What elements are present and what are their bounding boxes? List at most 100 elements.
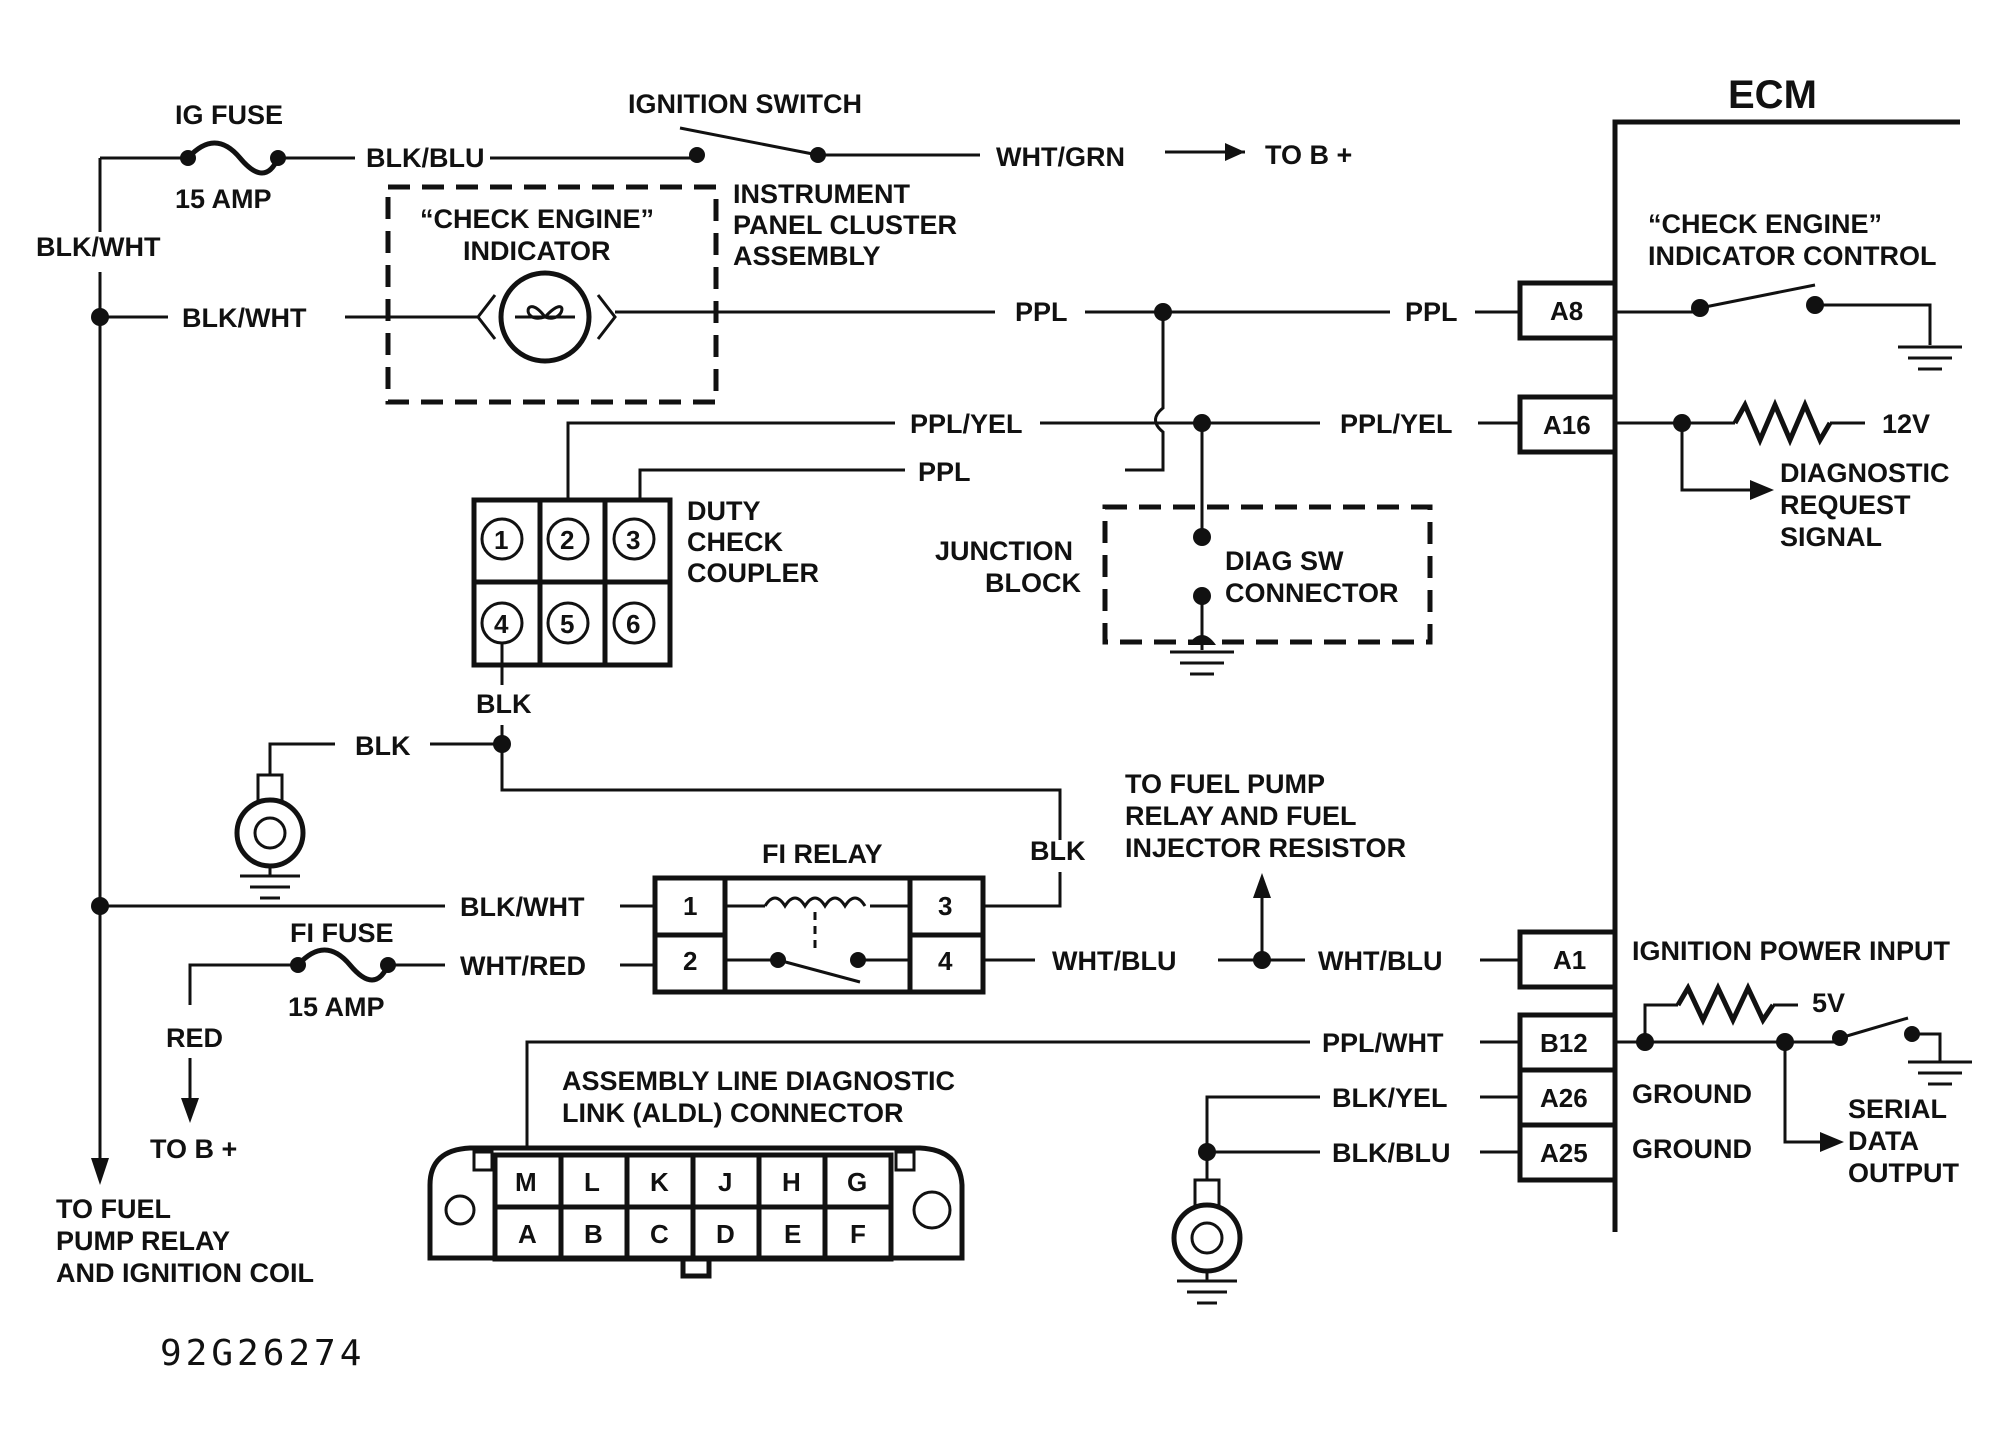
relay-coil-icon bbox=[763, 896, 867, 909]
serial-switch-blade bbox=[1839, 1016, 1909, 1040]
ground-label-a26: GROUND bbox=[1632, 1079, 1752, 1109]
coupler-pin-1: 1 bbox=[494, 525, 508, 555]
aldl-pin-c: C bbox=[650, 1219, 669, 1249]
aldl-pin-k: K bbox=[650, 1167, 669, 1197]
wire-label-blk-wht-indicator: BLK/WHT bbox=[182, 303, 307, 333]
ground-eyelet-icon bbox=[1171, 1178, 1243, 1305]
ig-fuse-name: IG FUSE bbox=[175, 100, 283, 130]
to-fuel-pump-ign-coil-note: TO FUEL PUMP RELAY AND IGNITION COIL bbox=[56, 1194, 314, 1288]
ecm-indicator-switch-blade bbox=[1699, 283, 1816, 310]
resistor-icon bbox=[1675, 982, 1776, 1026]
ig-fuse: IG FUSE 15 AMP bbox=[100, 100, 286, 214]
aldl-pin-d: D bbox=[716, 1219, 735, 1249]
check-engine-control-label-1: “CHECK ENGINE” bbox=[1648, 209, 1882, 239]
serial-data-output-label: SERIAL DATA OUTPUT bbox=[1848, 1094, 1960, 1188]
svg-text:REQUEST: REQUEST bbox=[1780, 490, 1911, 520]
aldl-pin-m: M bbox=[515, 1167, 537, 1197]
fuse-symbol bbox=[296, 947, 391, 983]
wire-label-blk-blu-ground: BLK/BLU bbox=[1332, 1138, 1450, 1168]
to-fuel-pump-relay-injector-note: TO FUEL PUMP RELAY AND FUEL INJECTOR RES… bbox=[1125, 769, 1406, 863]
check-engine-indicator-label-2: INDICATOR bbox=[463, 236, 611, 266]
fuse-symbol bbox=[186, 140, 281, 176]
wire-label-ppl-1: PPL bbox=[1015, 297, 1068, 327]
fi-relay: FI RELAY 1 2 3 4 bbox=[652, 839, 986, 995]
figure-code: 92G26274 bbox=[160, 1333, 365, 1374]
ecm-pin-b12-label: B12 bbox=[1540, 1028, 1588, 1058]
arrow-down-icon bbox=[91, 1158, 109, 1185]
wire-label-wht-blu-1: WHT/BLU bbox=[1052, 946, 1176, 976]
ground-eyelet-icon bbox=[234, 773, 306, 900]
diagnostic-request-label: DIAGNOSTIC REQUEST SIGNAL bbox=[1780, 458, 1950, 552]
ecm-title: ECM bbox=[1728, 73, 1817, 117]
junction-block-label-2: BLOCK bbox=[985, 568, 1081, 598]
cluster-label-3: ASSEMBLY bbox=[733, 241, 881, 271]
ignition-switch-blade bbox=[679, 126, 819, 157]
wire-label-ppl-yel-2: PPL/YEL bbox=[1340, 409, 1453, 439]
wire-label-blk-wht-left: BLK/WHT bbox=[36, 232, 161, 262]
wire-label-wht-blu-2: WHT/BLU bbox=[1318, 946, 1442, 976]
aldl-pin-b: B bbox=[584, 1219, 603, 1249]
relay-switch-blade bbox=[777, 958, 861, 984]
aldl-pin-e: E bbox=[784, 1219, 801, 1249]
ground-icon bbox=[1170, 650, 1234, 676]
wire-label-red: RED bbox=[166, 1023, 223, 1053]
duty-check-coupler: 1 2 3 4 5 6 DUTY CHECK COUPLER bbox=[471, 496, 819, 668]
wire-label-blk-blu: BLK/BLU bbox=[366, 143, 484, 173]
wire-label-ppl-yel-1: PPL/YEL bbox=[910, 409, 1023, 439]
coupler-pin-4: 4 bbox=[494, 609, 509, 639]
coupler-label-2: CHECK bbox=[687, 527, 784, 557]
aldl-label-1: ASSEMBLY LINE DIAGNOSTIC bbox=[562, 1066, 955, 1096]
wire-label-blk-yel: BLK/YEL bbox=[1332, 1083, 1448, 1113]
svg-text:RELAY AND FUEL: RELAY AND FUEL bbox=[1125, 801, 1357, 831]
aldl-pin-grid bbox=[492, 1152, 894, 1262]
coupler-label-3: COUPLER bbox=[687, 558, 819, 588]
svg-text:TO FUEL PUMP: TO FUEL PUMP bbox=[1125, 769, 1325, 799]
diag-sw-label-1: DIAG SW bbox=[1225, 546, 1344, 576]
coupler-pin-5: 5 bbox=[560, 609, 574, 639]
check-engine-lamp-icon bbox=[476, 270, 617, 364]
fi-fuse: FI FUSE 15 AMP bbox=[188, 918, 396, 1022]
diag-sw-terminal bbox=[1193, 528, 1211, 546]
coupler-pin-2: 2 bbox=[560, 525, 574, 555]
fi-fuse-name: FI FUSE bbox=[290, 918, 394, 948]
wire-label-wht-red: WHT/RED bbox=[460, 951, 586, 981]
resistor-icon bbox=[1732, 398, 1833, 447]
svg-text:INJECTOR RESISTOR: INJECTOR RESISTOR bbox=[1125, 833, 1406, 863]
aldl-connector: ASSEMBLY LINE DIAGNOSTIC LINK (ALDL) CON… bbox=[427, 1066, 965, 1279]
check-engine-indicator-label-1: “CHECK ENGINE” bbox=[420, 204, 654, 234]
svg-text:AND IGNITION COIL: AND IGNITION COIL bbox=[56, 1258, 314, 1288]
wire-label-ppl-3: PPL bbox=[918, 457, 971, 487]
cluster-label-2: PANEL CLUSTER bbox=[733, 210, 957, 240]
aldl-pin-f: F bbox=[850, 1219, 866, 1249]
ecm-pin-a8-label: A8 bbox=[1550, 296, 1583, 326]
cluster-label-1: INSTRUMENT bbox=[733, 179, 910, 209]
wire-label-blk-wht-relay: BLK/WHT bbox=[460, 892, 585, 922]
junction-block: JUNCTION BLOCK DIAG SW CONNECTOR bbox=[935, 423, 1433, 676]
arrow-icon bbox=[1750, 480, 1774, 500]
coupler-pin-3: 3 bbox=[626, 525, 640, 555]
wire-label-blk-2: BLK bbox=[355, 731, 411, 761]
ecm-pin-a26-label: A26 bbox=[1540, 1083, 1588, 1113]
ecm-pin-a8 bbox=[1517, 280, 1618, 341]
fi-relay-pin-4: 4 bbox=[938, 946, 953, 976]
svg-text:TO FUEL: TO FUEL bbox=[56, 1194, 171, 1224]
ground-icon bbox=[1908, 1060, 1972, 1086]
coupler-pin-6: 6 bbox=[626, 609, 640, 639]
arrow-up-icon bbox=[1253, 873, 1271, 898]
ecm-pin-a16-label: A16 bbox=[1543, 410, 1591, 440]
svg-text:OUTPUT: OUTPUT bbox=[1848, 1158, 1960, 1188]
svg-text:SIGNAL: SIGNAL bbox=[1780, 522, 1882, 552]
ecm-pin-a25 bbox=[1517, 1122, 1618, 1183]
aldl-pin-a: A bbox=[518, 1219, 537, 1249]
arrow-icon bbox=[1225, 143, 1245, 161]
svg-text:DATA: DATA bbox=[1848, 1126, 1919, 1156]
check-engine-control-label-2: INDICATOR CONTROL bbox=[1648, 241, 1936, 271]
wire-label-blk-3: BLK bbox=[1030, 836, 1086, 866]
arrow-down-icon bbox=[181, 1098, 199, 1123]
svg-text:DIAGNOSTIC: DIAGNOSTIC bbox=[1780, 458, 1950, 488]
fi-fuse-rating: 15 AMP bbox=[288, 992, 385, 1022]
ground-icon bbox=[1898, 345, 1962, 371]
fi-relay-pin-2: 2 bbox=[683, 946, 697, 976]
